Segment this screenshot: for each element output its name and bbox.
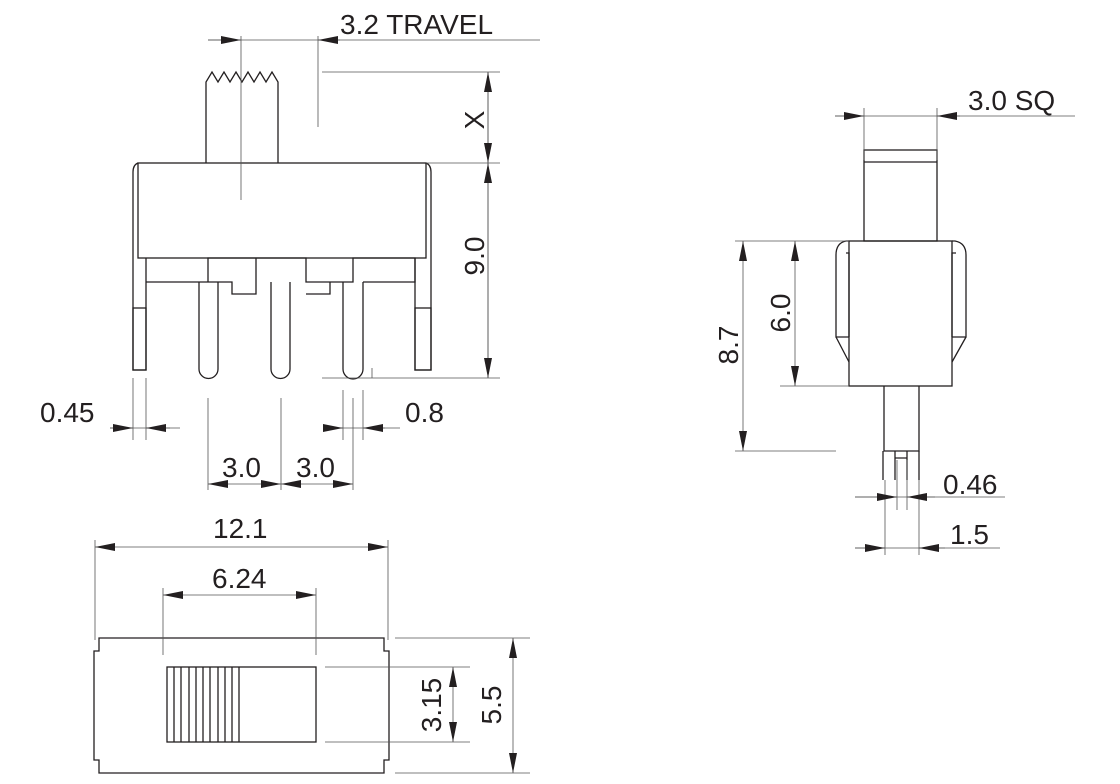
total-height-label: 8.7	[713, 326, 744, 365]
switch-body	[137, 162, 427, 259]
body-height-side-label: 6.0	[765, 294, 796, 333]
pin-width-label: 0.8	[405, 397, 444, 428]
side-body	[848, 240, 953, 387]
pin-1	[198, 282, 219, 380]
slot-length-label: 6.24	[212, 563, 267, 594]
actuator-size-label: 3.0 SQ	[968, 85, 1055, 116]
side-right-bracket	[951, 240, 967, 363]
actuator	[205, 70, 279, 163]
travel-label: 3.2 TRAVEL	[340, 9, 493, 40]
pin-3	[342, 282, 364, 380]
side-left-bracket	[835, 240, 850, 363]
bottom-view: 12.1 6.24 3.15 5.5	[93, 513, 530, 774]
side-view: 3.0 SQ 8.7 6.0 0.46 1.5	[713, 85, 1075, 555]
front-view: 3.2 TRAVEL X 9.0 0.45 0.8 3.0 3.0	[40, 9, 540, 490]
lead-thickness-label: 0.45	[40, 397, 95, 428]
pin-2	[270, 282, 291, 380]
bottom-body	[93, 637, 390, 774]
base	[146, 257, 416, 295]
pin-thickness-label: 0.46	[943, 469, 998, 500]
pitch-1-label: 3.0	[222, 452, 261, 483]
pitch-2-label: 3.0	[296, 452, 335, 483]
width-label: 5.5	[476, 686, 507, 725]
length-label: 12.1	[213, 513, 268, 544]
x-label: X	[459, 110, 490, 129]
body-height-label: 9.0	[459, 237, 490, 276]
slider	[166, 666, 317, 743]
side-stem	[883, 386, 920, 452]
side-actuator	[863, 149, 938, 242]
actuator-width-label: 3.15	[416, 678, 447, 733]
right-lead	[414, 162, 432, 371]
left-lead	[132, 162, 147, 371]
pin-depth-label: 1.5	[950, 519, 989, 550]
